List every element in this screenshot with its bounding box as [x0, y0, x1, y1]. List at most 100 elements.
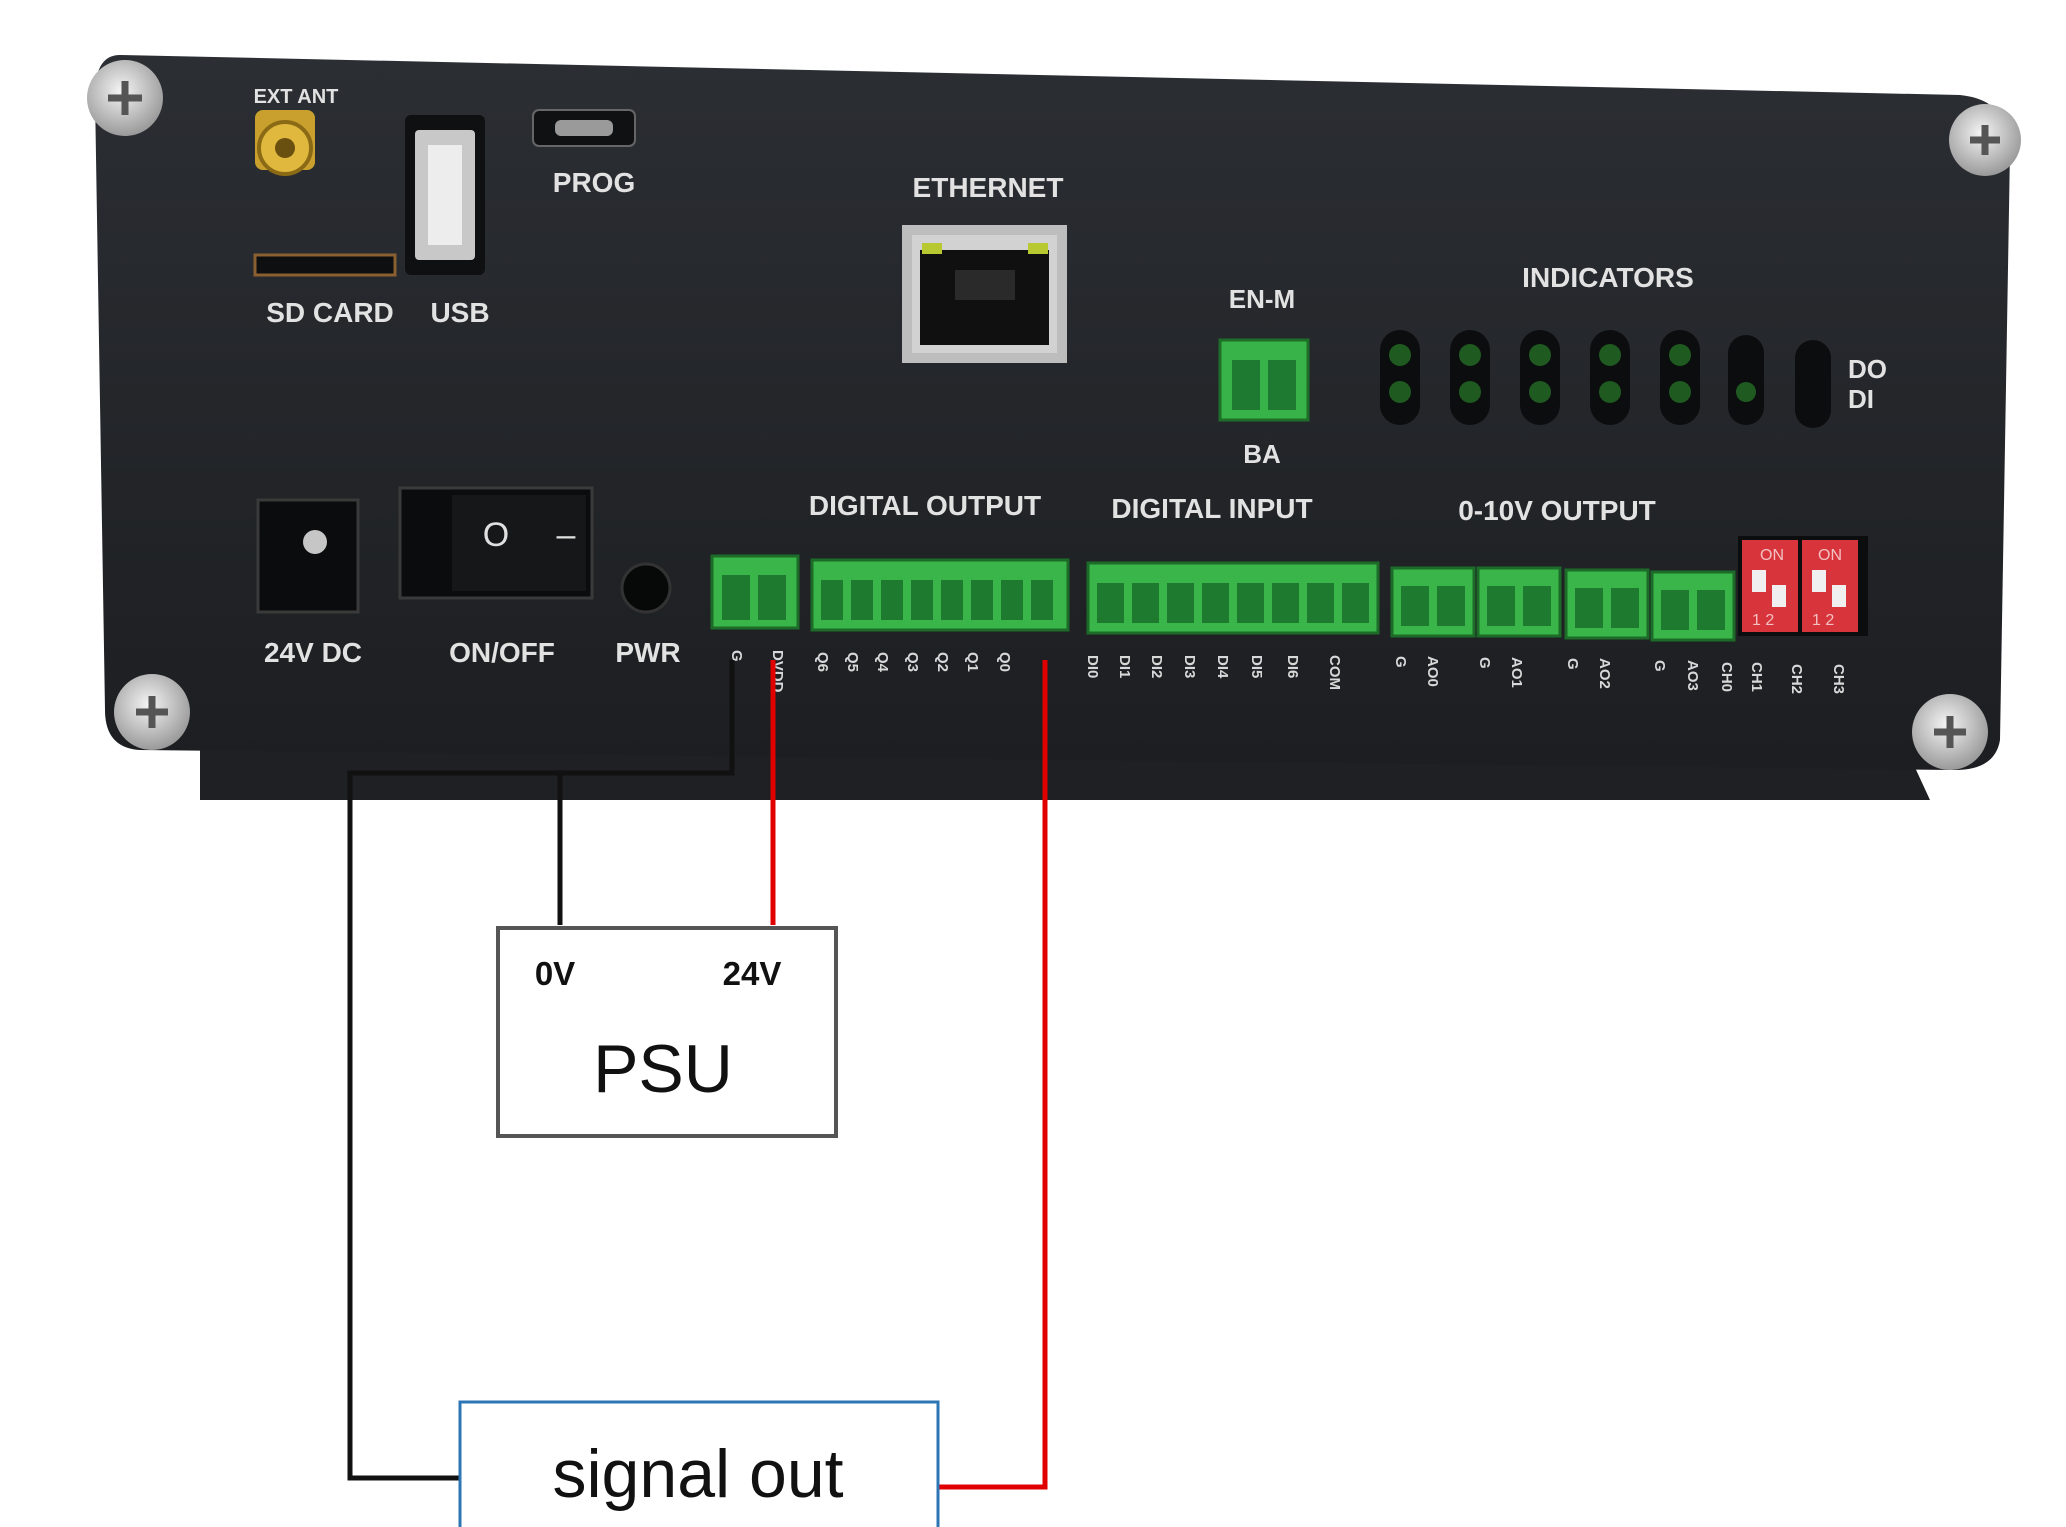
screw-icon: [1912, 694, 1988, 770]
pin-label: DI5: [1248, 655, 1265, 678]
pin-label: G: [1651, 660, 1668, 672]
switch-on-symbol: –: [557, 516, 576, 554]
pin-label: CH1: [1748, 662, 1765, 692]
pin-label: Q4: [874, 652, 891, 673]
terminal-slot: [1342, 583, 1369, 623]
digital-input-terminal-block: [1086, 561, 1380, 635]
screw-icon: [114, 674, 190, 750]
terminal-slot: [911, 580, 933, 620]
pin-label: Q2: [934, 652, 951, 672]
led-pair: [1660, 330, 1700, 425]
ba-label: BA: [1243, 439, 1281, 469]
signal-out-title: signal out: [552, 1436, 843, 1512]
terminal-slot: [1097, 583, 1124, 623]
digital-output-terminal-block: [810, 558, 1070, 632]
dip-number-label: 1 2: [1812, 612, 1834, 629]
pwr-led-icon: [620, 562, 672, 614]
led-pair: [1520, 330, 1560, 425]
digital-output-label: DIGITAL OUTPUT: [809, 490, 1041, 521]
terminal-slot: [1031, 580, 1053, 620]
dc-in-label: 24V DC: [264, 637, 362, 668]
terminal-slot: [1202, 583, 1229, 623]
pin-label: CH0: [1718, 662, 1735, 692]
terminal-slot: [1575, 588, 1603, 628]
terminal-slot: [1307, 583, 1334, 623]
on-off-label: ON/OFF: [449, 637, 555, 668]
terminal-slot: [1697, 590, 1725, 630]
pin-label: Q1: [964, 652, 981, 672]
psu-0v-label: 0V: [535, 955, 575, 992]
screw-icon: [87, 60, 163, 136]
pin-label: G: [1392, 656, 1409, 668]
terminal-slot: [1001, 580, 1023, 620]
pin-label: G: [1564, 658, 1581, 670]
pin-label: G: [728, 650, 745, 662]
sd-card-slot: [253, 253, 397, 277]
prog-label: PROG: [553, 167, 635, 198]
terminal-slot: [1237, 583, 1264, 623]
terminal-slot: [821, 580, 843, 620]
pin-label: COM: [1326, 655, 1343, 690]
dc-jack-icon: [256, 498, 360, 614]
usb-label: USB: [430, 297, 489, 328]
digital-input-label: DIGITAL INPUT: [1111, 493, 1312, 524]
terminal-slot: [1272, 583, 1299, 623]
pin-label: AO0: [1424, 656, 1441, 687]
switch-off-symbol: O: [483, 516, 509, 554]
terminal-slot: [1611, 588, 1639, 628]
terminal-slots: [821, 580, 1725, 630]
pin-label: G: [1476, 657, 1493, 669]
dip-on-label: ON: [1760, 547, 1784, 564]
pin-label: DI6: [1284, 655, 1301, 678]
dip-switches: ON ON 1 2 1 2: [1738, 536, 1868, 636]
en-m-label: EN-M: [1229, 284, 1295, 314]
signal-out-box: signal out: [458, 1400, 940, 1527]
dip-on-label: ON: [1818, 547, 1842, 564]
pin-label: AO3: [1684, 660, 1701, 691]
pin-label: DI1: [1116, 655, 1133, 678]
pin-label: Q5: [844, 652, 861, 672]
led-pair: [1380, 330, 1420, 425]
led-pair: [1450, 330, 1490, 425]
di-label: DI: [1848, 384, 1874, 414]
pin-label: AO2: [1596, 658, 1613, 689]
wire-signal: [938, 660, 1048, 1490]
terminal-slot: [1437, 586, 1465, 626]
ethernet-label: ETHERNET: [913, 172, 1064, 203]
controller-device: EXT ANT SD CARD USB PROG ETHERNET EN-M: [87, 55, 2021, 800]
antenna-connector-icon: [255, 110, 315, 176]
pin-label: Q6: [814, 652, 831, 672]
pin-label: Q0: [996, 652, 1013, 672]
terminal-slot: [1661, 590, 1689, 630]
pwr-label: PWR: [615, 637, 680, 668]
terminal-slot: [1487, 586, 1515, 626]
en-m-terminal-block: [1218, 338, 1310, 422]
pin-label: DI3: [1181, 655, 1198, 678]
terminal-slot: [1167, 583, 1194, 623]
pin-label: DI4: [1214, 655, 1231, 679]
psu-title: PSU: [593, 1031, 733, 1107]
dip-number-label: 1 2: [1752, 612, 1774, 629]
terminal-slot: [971, 580, 993, 620]
do-label: DO: [1848, 354, 1887, 384]
pin-label: AO1: [1508, 657, 1525, 688]
pin-label: CH2: [1788, 664, 1805, 694]
led-pair: [1795, 340, 1831, 428]
screw-icon: [1949, 104, 2021, 176]
terminal-slot: [941, 580, 963, 620]
terminal-slot: [1523, 586, 1551, 626]
pin-label: DI2: [1148, 655, 1165, 678]
indicator-leds: [1380, 330, 1831, 428]
terminal-slot: [881, 580, 903, 620]
pin-label: DI0: [1084, 655, 1101, 678]
psu-box: 0V 24V PSU: [496, 926, 838, 1138]
terminal-slot: [851, 580, 873, 620]
terminal-slot: [1132, 583, 1159, 623]
analog-output-label: 0-10V OUTPUT: [1458, 495, 1656, 526]
wires: [347, 660, 1048, 1490]
micro-usb-port-icon: [532, 109, 636, 147]
sd-card-label: SD CARD: [266, 297, 394, 328]
pin-label: CH3: [1830, 664, 1847, 694]
